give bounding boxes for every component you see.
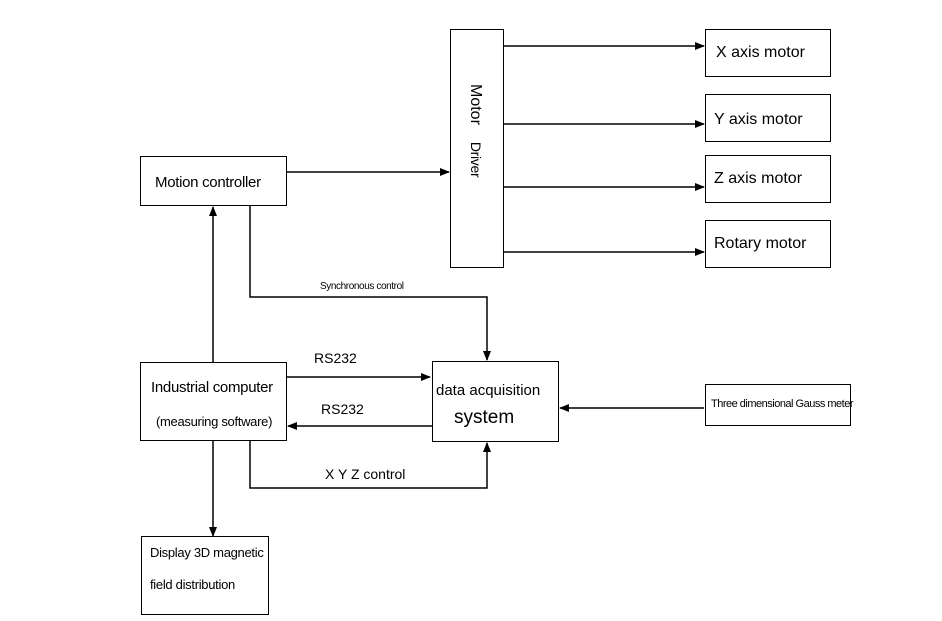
arrow-sync-control — [249, 206, 491, 361]
arrow-xyz-control — [249, 441, 491, 489]
y-axis-motor-label: Y axis motor — [714, 111, 803, 128]
y-axis-motor-box: Y axis motor — [705, 94, 831, 142]
gauss-meter-box: Three dimensional Gauss meter — [705, 384, 854, 426]
rotary-motor-box: Rotary motor — [705, 220, 831, 268]
gauss-meter-label: Three dimensional Gauss meter — [711, 398, 854, 410]
sync-control-label: Synchronous control — [320, 281, 404, 292]
industrial-computer-line2: (measuring software) — [156, 414, 273, 429]
industrial-computer-line1: Industrial computer — [151, 379, 273, 396]
display-box: Display 3D magnetic field distribution — [141, 536, 269, 615]
motor-driver-word2: Driver — [468, 141, 484, 178]
data-acquisition-line2: system — [454, 407, 515, 428]
motion-controller-box: Motion controller — [140, 156, 287, 206]
data-acquisition-box: data acquisition system — [432, 361, 559, 442]
display-line1: Display 3D magnetic — [150, 545, 264, 560]
industrial-computer-box: Industrial computer (measuring software) — [140, 362, 287, 441]
motor-driver-box: Motor Driver — [450, 29, 504, 268]
rotary-motor-label: Rotary motor — [714, 235, 807, 252]
z-axis-motor-box: Z axis motor — [705, 155, 831, 203]
motor-driver-word1: Motor — [467, 84, 484, 125]
display-line2: field distribution — [150, 577, 235, 592]
x-axis-motor-label: X axis motor — [716, 44, 805, 61]
rs232-out-label: RS232 — [314, 350, 357, 366]
xyz-control-label: X Y Z control — [325, 466, 406, 482]
rs232-in-label: RS232 — [321, 401, 364, 417]
motion-controller-label: Motion controller — [155, 174, 261, 191]
data-acquisition-line1: data acquisition — [436, 382, 541, 399]
motor-driver-label: Motor Driver — [467, 84, 484, 178]
x-axis-motor-box: X axis motor — [705, 29, 831, 77]
z-axis-motor-label: Z axis motor — [714, 170, 803, 187]
